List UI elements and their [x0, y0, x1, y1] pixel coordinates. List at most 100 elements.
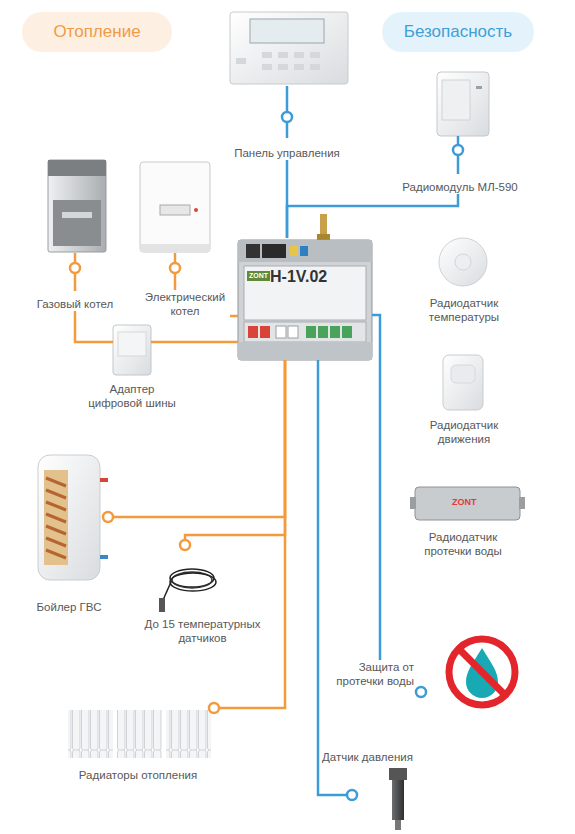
device-item: Газовый котел: [20, 291, 130, 311]
antenna-base: [317, 234, 330, 240]
device-item: Радиаторы отопления: [62, 702, 214, 782]
lead-line: [286, 122, 289, 138]
section-title: Безопасность: [404, 22, 512, 42]
icon-ring: [449, 639, 515, 705]
device-caption: Радиодатчик движения: [405, 418, 523, 446]
module-face: [442, 80, 470, 120]
model-name: H-1V.02: [270, 268, 327, 286]
lead-stubs: [70, 86, 463, 697]
connector: [318, 360, 357, 800]
pipe-hot: [100, 478, 108, 482]
radiator-section: [68, 710, 113, 758]
connector-line: [287, 194, 458, 238]
boiler-display: [62, 212, 92, 218]
device-caption: Радиаторы отопления: [62, 768, 214, 782]
connector: [209, 360, 285, 713]
connector-dot: [347, 790, 357, 800]
connector-line: [230, 315, 238, 318]
device-caption: Радиодатчик температуры: [405, 296, 523, 324]
tank-cutaway: [44, 470, 68, 565]
terminal-white: [288, 326, 298, 338]
connector: [287, 194, 458, 238]
panel-button: [294, 64, 304, 70]
connector-dot: [180, 540, 190, 550]
terminal-blue: [300, 246, 308, 256]
module-led: [476, 86, 482, 89]
lead-dot: [453, 145, 463, 155]
lead-line: [457, 136, 460, 145]
brand-logo: ZONT: [452, 497, 477, 507]
terminal-white: [276, 326, 286, 338]
adapter-body: [113, 325, 151, 375]
connector: [180, 360, 285, 550]
brand-logo: ZONT: [247, 271, 270, 281]
probe-lead: [163, 582, 171, 600]
lead-line: [286, 86, 289, 112]
sensor-body: [415, 487, 520, 520]
controller-case: [238, 240, 372, 360]
sensor-body: [439, 238, 487, 286]
connector-line: [318, 360, 352, 795]
device-caption: Адаптер цифровой шины: [87, 382, 177, 410]
terminal-red: [248, 326, 258, 338]
section-pill: Безопасность: [382, 12, 534, 52]
panel-button: [278, 52, 288, 58]
pipe-cold: [100, 555, 108, 559]
sensor-center: [455, 254, 471, 270]
device-item: Электрический котел: [140, 290, 230, 324]
device-item: Панель управления: [222, 138, 352, 160]
device-caption: Защита от протечки воды: [322, 660, 414, 688]
lead-dot: [70, 263, 80, 273]
connector: [75, 311, 113, 342]
device-item: Датчик давления: [352, 762, 414, 830]
lead-line: [174, 273, 177, 290]
controller-image: [238, 214, 372, 360]
sensor-nut: [389, 768, 407, 780]
sensor-body: [392, 780, 404, 820]
no-leak-icon: [449, 639, 515, 705]
device-item: Защита от протечки воды: [322, 660, 414, 694]
lead-dot: [282, 112, 292, 122]
device-item: Радиодатчик температуры: [405, 296, 523, 330]
device-caption: Радиодатчик протечки воды: [408, 530, 518, 558]
device-caption: Панель управления: [222, 146, 352, 160]
radio-temperature-sensor-image: [439, 238, 487, 286]
device-caption: Датчик давления: [322, 750, 422, 764]
connector-line: [75, 311, 113, 342]
device-item: Радиомодуль МЛ-590: [398, 174, 522, 194]
display-block: [262, 244, 286, 258]
module-body: [437, 72, 489, 136]
terminal-green: [318, 326, 328, 338]
panel-button: [294, 52, 304, 58]
radiator-section: [166, 710, 211, 758]
radiators-image: [68, 710, 211, 758]
connector-dot: [103, 512, 113, 522]
device-caption: Бойлер ГВС: [30, 600, 108, 614]
pressure-sensor-image: [389, 768, 407, 830]
lead-dot: [170, 263, 180, 273]
device-item: Радиодатчик протечки воды: [408, 530, 518, 564]
terminal-green: [330, 326, 340, 338]
connector: [103, 360, 285, 522]
terminal-green: [306, 326, 316, 338]
radiator-section: [117, 710, 162, 758]
sensor-thread: [395, 820, 401, 830]
device-item: Радиодатчик движения: [405, 418, 523, 452]
connector-line: [372, 315, 380, 660]
panel-button: [278, 64, 288, 70]
panel-button: [236, 58, 246, 64]
lead-line: [74, 253, 77, 263]
sensor-body: [443, 355, 483, 410]
gas-boiler-image: [48, 160, 106, 252]
device-caption: До 15 температурных датчиков: [140, 617, 265, 645]
section-pill: Отопление: [22, 12, 172, 52]
panel-screen: [250, 19, 324, 43]
boiler-display: [160, 205, 190, 215]
relay-block: [246, 244, 260, 258]
terminal-red: [260, 326, 270, 338]
terminal-strip: [238, 240, 372, 262]
boiler-top: [48, 160, 106, 176]
probe-tip: [159, 598, 165, 612]
